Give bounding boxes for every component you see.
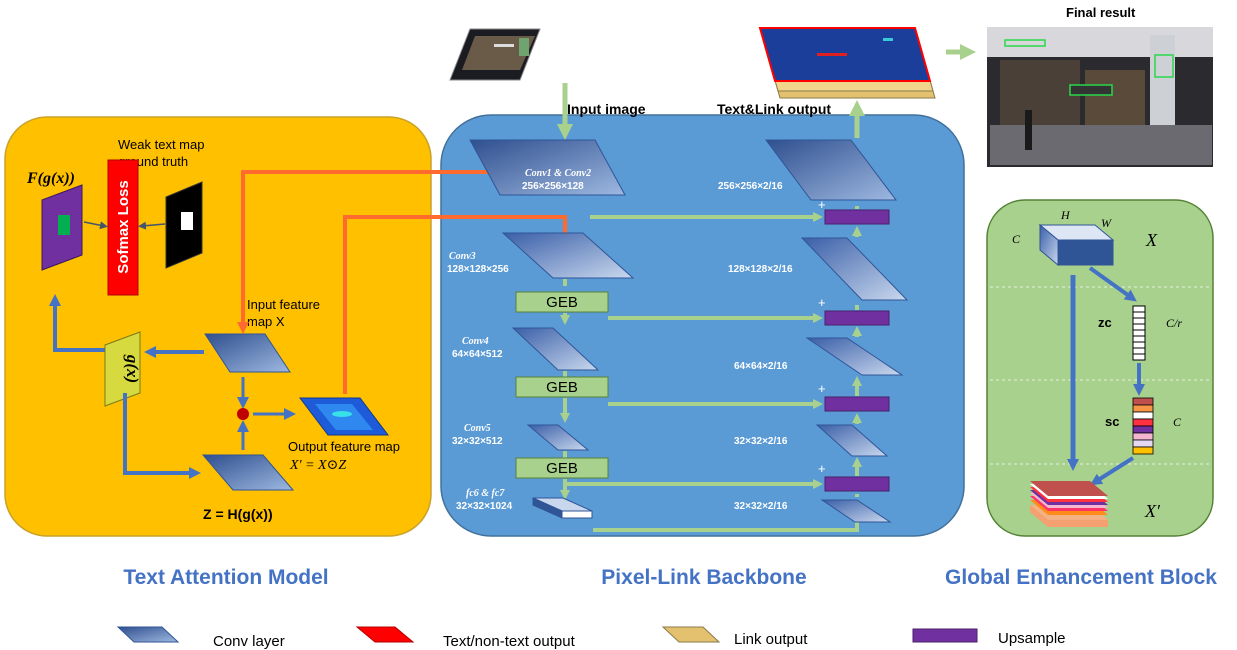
fc67-name: fc6 & fc7 [466, 488, 505, 499]
gx-to-fgx-arrow [49, 294, 105, 352]
fc-to-right-path [593, 520, 859, 532]
zc-label: zc [1098, 315, 1112, 330]
legend-link-swatch [661, 626, 721, 643]
geb-title: Global Enhancement Block [945, 566, 1217, 589]
right-dims-3: 64×64×2/16 [734, 361, 788, 372]
zc-vector [1132, 305, 1146, 361]
conv3-dims: 128×128×256 [447, 264, 509, 275]
upsample-4 [824, 476, 890, 492]
conv3-layer [501, 232, 635, 279]
geb-c-label: C [1012, 232, 1021, 246]
sc-to-xprime-arrow [1089, 456, 1135, 486]
softmax-loss-box [107, 159, 139, 296]
geb-w-label: W [1101, 216, 1112, 230]
conv4-layer [511, 327, 600, 371]
conv12-to-input-map-arrow [237, 170, 500, 334]
out-layer-3 [805, 337, 904, 376]
geb-x-label: X [1145, 230, 1158, 250]
z-layer [201, 454, 295, 491]
out-layer-2 [800, 237, 909, 301]
geb3-label: GEB [546, 460, 578, 477]
fgx-to-loss-arrow [83, 221, 108, 230]
conv3-name: Conv3 [449, 251, 476, 262]
fc67-layer [532, 497, 593, 519]
tam-title: Text Attention Model [123, 566, 328, 589]
softmax-loss-label: Sofmax Loss [115, 180, 132, 273]
conv5-dims: 32×32×512 [452, 436, 503, 447]
conv5-layer [526, 424, 590, 451]
geb-x-block [1038, 223, 1115, 267]
weak-gt-text-region [181, 212, 193, 230]
geb-h-label: H [1060, 208, 1071, 222]
input-map-label-2: map X [247, 314, 285, 329]
gt-to-loss-arrow [138, 221, 166, 230]
right-dims-1: 256×256×2/16 [718, 181, 783, 192]
legend-upsample-label: Upsample [998, 630, 1066, 647]
plus-3: + [818, 381, 826, 396]
out-layer-4 [815, 424, 889, 457]
input-map-label-1: Input feature [247, 297, 320, 312]
legend-upsample-swatch [912, 628, 978, 643]
legend-conv-swatch [116, 626, 180, 643]
conv12-dims: 256×256×128 [522, 181, 584, 192]
conv4-dims: 64×64×512 [452, 349, 503, 360]
sc-label: sc [1105, 414, 1119, 429]
out-layer-5 [820, 499, 892, 523]
upsample-2 [824, 310, 890, 326]
legend-conv-label: Conv layer [213, 633, 285, 650]
plus-1: + [818, 197, 826, 212]
sc-vector [1132, 397, 1154, 455]
geb-panel [986, 199, 1214, 537]
upsample-1 [824, 209, 890, 225]
c-over-r-label: C/r [1166, 316, 1182, 330]
output-map-formula: X′ = X⊙Z [289, 458, 346, 473]
input-image [449, 28, 541, 81]
c-label-2: C [1173, 415, 1182, 429]
weak-map-label-1: Weak text map [118, 137, 204, 152]
plus-2: + [818, 295, 826, 310]
right-dims-4: 32×32×2/16 [734, 436, 788, 447]
fc67-dims: 32×32×1024 [456, 501, 513, 512]
x-prime-stack [1030, 481, 1108, 527]
fgx-text-region [58, 215, 70, 235]
text-link-output [758, 27, 936, 99]
geb3-box [515, 457, 609, 479]
final-result-image [987, 27, 1213, 167]
input-feature-map [204, 333, 291, 373]
backbone-title: Pixel-Link Backbone [601, 566, 806, 589]
output-feature-map [298, 397, 390, 436]
upsample-3 [824, 396, 890, 412]
output-map-label: Output feature map [288, 439, 400, 454]
multiply-node [237, 408, 249, 420]
out-layer-1 [765, 139, 897, 201]
gx-layer [104, 331, 141, 407]
legend-text-swatch [355, 626, 415, 643]
f-g-x-label: F(g(x)) [26, 170, 75, 187]
x-to-zc-arrow [1088, 266, 1137, 302]
input-image-label: Input image [567, 101, 646, 117]
conv5-name: Conv5 [464, 423, 491, 434]
final-result-label: Final result [1066, 5, 1136, 20]
gx-to-z-arrow [123, 393, 201, 479]
right-dims-5: 32×32×2/16 [734, 501, 788, 512]
legend-text-label: Text/non-text output [443, 633, 576, 650]
x-prime-label: X′ [1144, 501, 1161, 521]
geb1-box [515, 291, 609, 313]
conv4-name: Conv4 [462, 336, 489, 347]
plus-4: + [818, 461, 826, 476]
geb1-label: GEB [546, 294, 578, 311]
conv12-layer [469, 139, 626, 196]
geb2-box [515, 376, 609, 398]
gx-label: g(x) [123, 354, 142, 383]
text-link-output-label: Text&Link output [717, 101, 831, 117]
z-formula: Z = H(g(x)) [203, 506, 273, 522]
right-dims-2: 128×128×2/16 [728, 264, 793, 275]
conv12-name: Conv1 & Conv2 [525, 168, 591, 179]
geb2-label: GEB [546, 379, 578, 396]
legend-link-label: Link output [734, 631, 808, 648]
